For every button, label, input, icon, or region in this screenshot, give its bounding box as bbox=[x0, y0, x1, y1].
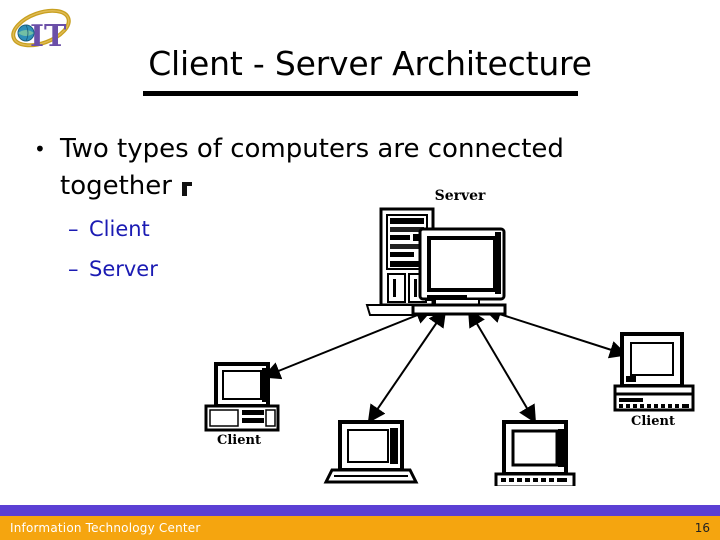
diagram-links bbox=[262, 305, 628, 424]
page-number: 16 bbox=[694, 521, 710, 535]
diagram-node-client-bottom-left: Client bbox=[323, 420, 419, 484]
svg-text:IT: IT bbox=[30, 19, 67, 54]
sub-bullet-list: – Client – Server bbox=[34, 209, 634, 289]
logo-swoosh-icon bbox=[11, 8, 71, 48]
sub-bullet-label: Client bbox=[89, 217, 150, 241]
footer-label: Information Technology Center bbox=[10, 521, 201, 535]
client-node-label: Client bbox=[631, 414, 675, 429]
diagram-node-client-right: Client bbox=[613, 332, 695, 429]
body-content: • Two types of computers are connected t… bbox=[34, 131, 634, 289]
link-server-client-bottom-left bbox=[367, 308, 447, 424]
server-monitor-base bbox=[411, 303, 507, 316]
logo-letters-icon: IT bbox=[30, 19, 67, 54]
footer-accent-bar bbox=[0, 505, 720, 516]
logo-globe-icon bbox=[17, 24, 35, 42]
sub-bullet-item-client: – Client bbox=[68, 209, 634, 249]
diagram-node-client-bottom-right: Client bbox=[494, 420, 576, 486]
bullet-marker-icon: • bbox=[34, 137, 46, 161]
footer-bar bbox=[0, 516, 720, 540]
bullet-text: Two types of computers are connected tog… bbox=[60, 134, 573, 201]
diagram-node-client-left: Client bbox=[204, 362, 280, 448]
sub-bullet-label: Server bbox=[89, 257, 158, 281]
image-corner-artifact bbox=[182, 182, 187, 196]
dash-marker-icon: – bbox=[68, 257, 79, 281]
image-corner-artifact bbox=[182, 182, 192, 186]
it-center-logo: IT bbox=[8, 6, 74, 58]
client-server-diagram: Server bbox=[182, 182, 720, 486]
link-server-client-bottom-right bbox=[467, 308, 537, 424]
sub-bullet-item-server: – Server bbox=[68, 249, 634, 289]
bullet-item-primary: • Two types of computers are connected t… bbox=[34, 131, 634, 205]
server-node-label: Server bbox=[435, 188, 486, 204]
dash-marker-icon: – bbox=[68, 217, 79, 241]
page-title: Client - Server Architecture bbox=[148, 44, 592, 83]
link-server-client-right bbox=[483, 305, 628, 359]
client-node-label: Client bbox=[217, 433, 261, 448]
link-server-client-left bbox=[262, 306, 434, 380]
diagram-node-server: Server bbox=[365, 188, 507, 316]
title-underline bbox=[143, 91, 578, 96]
